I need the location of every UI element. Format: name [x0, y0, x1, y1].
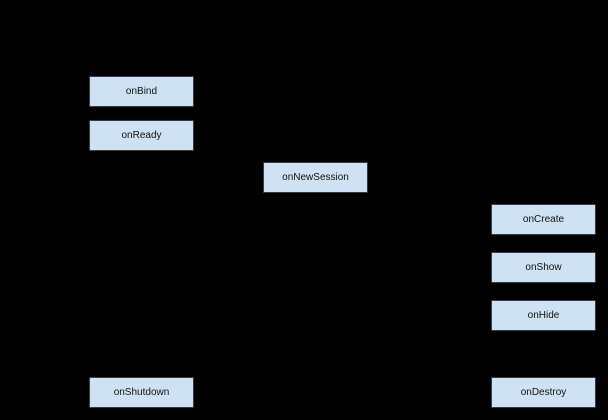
diagram-node-oncreate: onCreate	[491, 204, 596, 235]
diagram-node-onready: onReady	[89, 120, 194, 151]
diagram-node-onshow: onShow	[491, 252, 596, 283]
diagram-node-ondestroy: onDestroy	[491, 377, 596, 408]
diagram-node-onbind: onBind	[89, 76, 194, 107]
diagram-node-onnewsession: onNewSession	[263, 162, 368, 193]
diagram-node-onhide: onHide	[491, 300, 596, 331]
diagram-node-onshutdown: onShutdown	[89, 377, 194, 408]
